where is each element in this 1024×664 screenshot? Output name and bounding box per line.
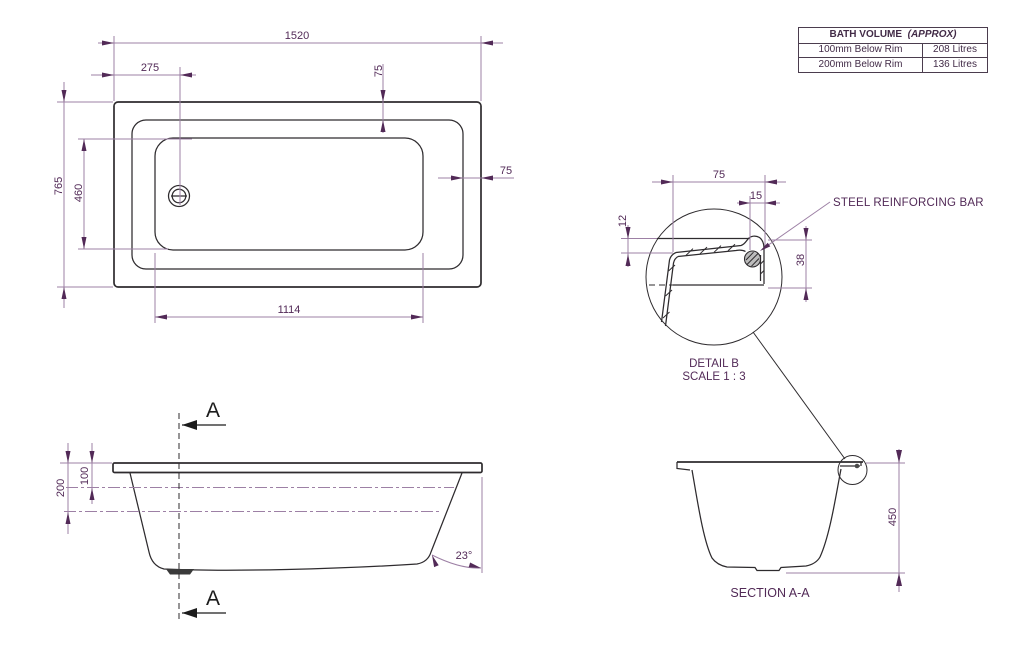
dim-label: 75 (713, 169, 725, 181)
section-letter: A (206, 399, 220, 422)
dim-rim-drop: 12 (617, 215, 673, 267)
dim-label: 38 (795, 254, 807, 266)
table-title: BATH VOLUME (829, 29, 903, 40)
elevation-view: A A 200 100 23° (55, 399, 483, 622)
detail-scale: SCALE 1 : 3 (682, 371, 745, 383)
wall-inner (664, 255, 679, 327)
dim-label: 460 (73, 184, 85, 202)
dim-label: 12 (617, 215, 629, 227)
dim-label: 765 (53, 177, 65, 195)
section-letter: A (206, 587, 220, 610)
dim-label: 75 (500, 165, 512, 177)
detail-leader-line (752, 331, 846, 460)
row-value: 136 Litres (933, 58, 977, 70)
steel-bar-label: STEEL REINFORCING BAR (833, 197, 984, 209)
bath-volume-table: BATH VOLUME (APPROX) 100mm Below Rim 208… (798, 27, 988, 73)
waste-pad (166, 569, 194, 575)
steel-bar-section (743, 250, 762, 268)
dim-label: 75 (373, 65, 385, 77)
dim-overall-width: 765 (53, 82, 113, 308)
section-marker-top: A (182, 399, 226, 430)
table-title-note: (APPROX) (907, 29, 957, 40)
dim-label: 200 (55, 479, 67, 497)
table-header: BATH VOLUME (APPROX) (799, 28, 987, 44)
detail-circle (645, 208, 783, 346)
dim-label: 450 (887, 508, 899, 526)
plan-basin (154, 137, 424, 251)
section-body (691, 468, 842, 572)
elevation-body (129, 472, 463, 571)
section-marker-bottom: A (182, 587, 226, 618)
wall-outer (660, 251, 677, 323)
plan-inner-rim (131, 119, 464, 270)
steel-bar-callout: STEEL REINFORCING BAR (760, 197, 984, 251)
dim-basin-width: 460 (73, 138, 192, 250)
dim-label: 1114 (278, 304, 301, 316)
dim-overall-length: 1520 (98, 30, 503, 101)
row-value: 208 Litres (933, 44, 977, 55)
section-view: 450 SECTION A-A (676, 449, 905, 600)
dim-label: 1520 (285, 30, 309, 42)
dim-level-200: 200 (55, 443, 112, 534)
row-label: 100mm Below Rim (799, 43, 923, 57)
sheet-outer (675, 235, 765, 284)
section-left-lip (676, 462, 691, 471)
section-caption: SECTION A-A (730, 586, 810, 600)
plan-outer-rim (113, 101, 482, 288)
section-hatch (662, 243, 765, 319)
dim-rim-width-top: 75 (373, 64, 386, 133)
dim-depth: 450 (786, 449, 905, 592)
dim-edge-height: 38 (768, 226, 812, 302)
table-row: 100mm Below Rim 208 Litres (799, 43, 987, 58)
dim-drain-offset: 275 (91, 62, 196, 205)
dim-wall-angle: 23° (431, 477, 483, 573)
drain-symbol (167, 184, 191, 208)
dim-label: 15 (750, 190, 762, 202)
dim-label: 23° (456, 550, 473, 562)
plan-view: 1520 275 75 765 (53, 30, 514, 323)
dim-rim-width-right: 75 (438, 165, 514, 181)
row-label: 200mm Below Rim (799, 58, 923, 72)
section-bar-dot (854, 463, 860, 469)
dim-level-100: 100 (79, 443, 95, 504)
sheet-inner (677, 249, 746, 258)
dim-label: 275 (141, 62, 159, 74)
dim-rim-overhang: 75 (652, 169, 786, 252)
detail-callout-circle (837, 455, 868, 485)
dim-basin-length: 1114 (154, 253, 424, 323)
dim-bar-inset: 15 (737, 190, 780, 250)
dim-label: 100 (79, 467, 91, 485)
table-row: 200mm Below Rim 136 Litres (799, 58, 987, 72)
detail-title: DETAIL B (689, 358, 739, 370)
elevation-rim (112, 462, 483, 474)
detail-b-view: 75 15 12 38 (617, 169, 984, 383)
